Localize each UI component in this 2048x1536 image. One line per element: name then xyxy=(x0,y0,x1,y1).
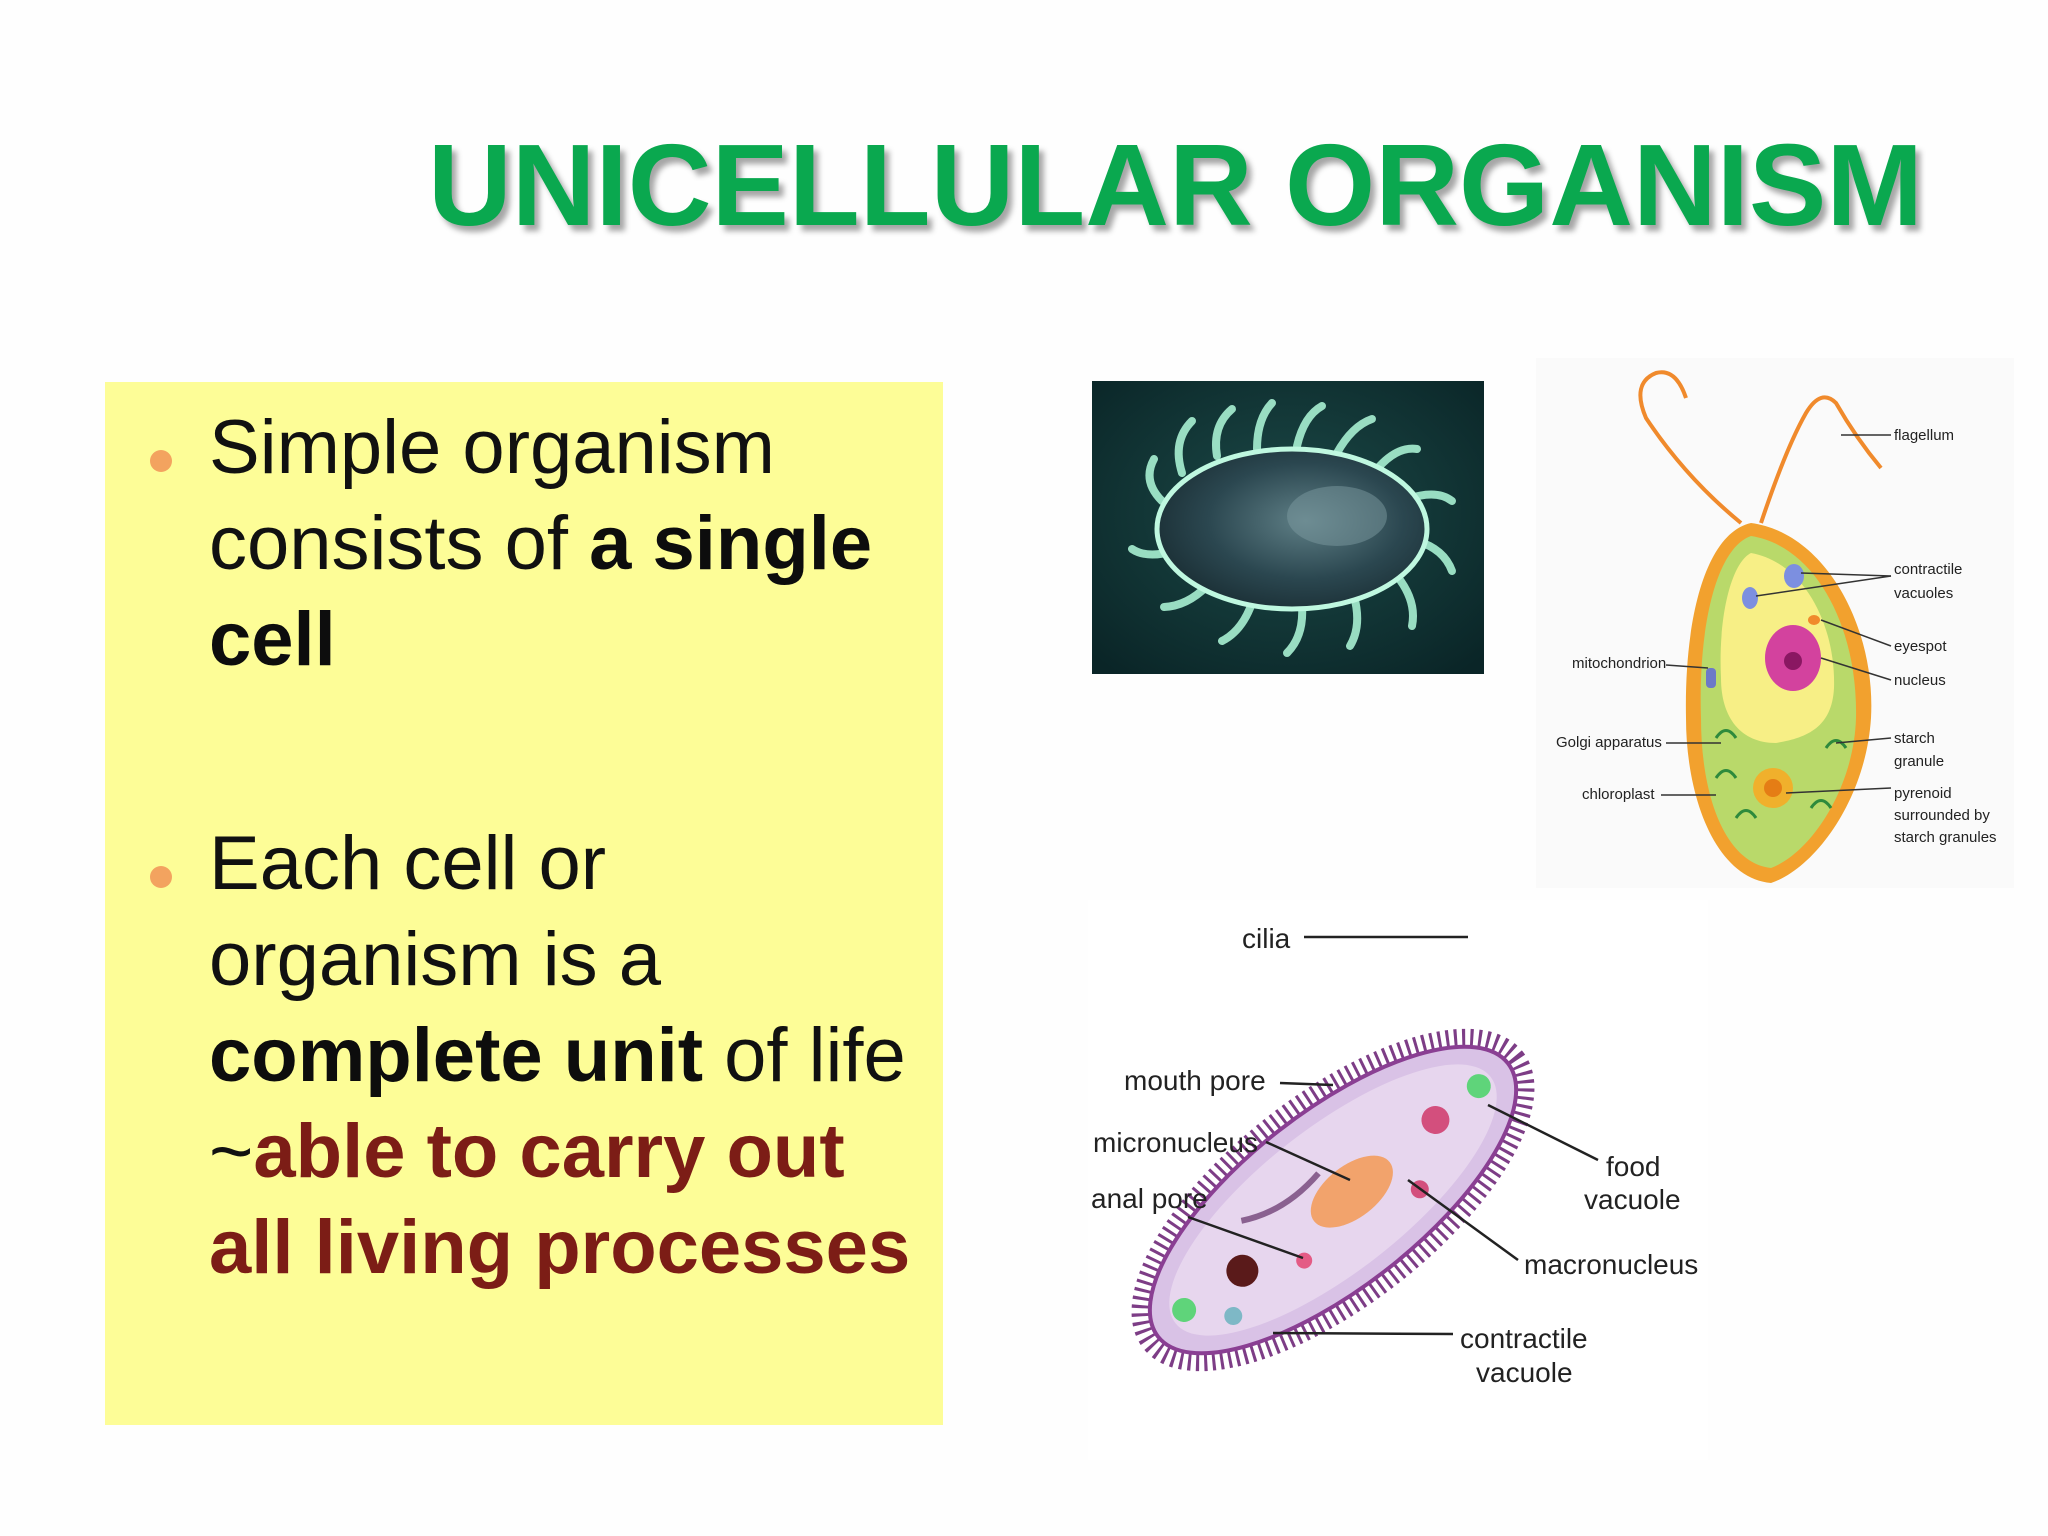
euglena-label-starch: granule xyxy=(1894,753,1944,770)
bullet-dot-icon xyxy=(150,450,172,472)
euglena-label-mitochondrion: mitochondrion xyxy=(1572,655,1666,672)
paramecium-label-food-vacuole: vacuole xyxy=(1584,1184,1681,1215)
bullet-emphasis-text: able to carry out all living processes xyxy=(209,1109,911,1290)
slide-title: UNICELLULAR ORGANISM xyxy=(428,120,1924,250)
euglena-label-contractile-vacuoles: contractile xyxy=(1894,561,1962,578)
paramecium-label-macronucleus: macronucleus xyxy=(1524,1249,1698,1280)
euglena-label-chloroplast: chloroplast xyxy=(1582,786,1655,803)
euglena-label-golgi: Golgi apparatus xyxy=(1556,734,1662,751)
paramecium-label-mouth-pore: mouth pore xyxy=(1124,1065,1266,1096)
bullet-plain-text: of life ~ xyxy=(209,1013,906,1194)
bullet-text-box: Simple organism consists of a single cel… xyxy=(105,382,943,1425)
euglena-diagram: flagellum contractile vacuoles eyespot n… xyxy=(1536,358,2014,888)
paramecium-label-contractile-vacuole: contractile xyxy=(1460,1323,1588,1354)
bullet-dot-icon xyxy=(150,866,172,888)
euglena-label-pyrenoid: starch granules xyxy=(1894,829,1997,846)
euglena-label-contractile-vacuoles: vacuoles xyxy=(1894,585,1953,602)
bullet-bold-text: complete unit xyxy=(209,1013,704,1098)
euglena-label-starch: starch xyxy=(1894,730,1935,747)
euglena-label-pyrenoid: surrounded by xyxy=(1894,807,1990,824)
paramecium-diagram: cilia mouth pore micronucleus anal pore … xyxy=(1088,900,1708,1460)
euglena-label-flagellum: flagellum xyxy=(1894,427,1954,444)
amoeba-micrograph-image xyxy=(1092,381,1484,674)
paramecium-label-anal-pore: anal pore xyxy=(1091,1183,1208,1214)
paramecium-label-food-vacuole: food xyxy=(1606,1151,1661,1182)
bullet-plain-text: Simple organism consists of xyxy=(209,405,775,586)
paramecium-label-cilia: cilia xyxy=(1242,923,1291,954)
bullet-text: Each cell or organism is a complete unit… xyxy=(209,816,929,1296)
euglena-label-pyrenoid: pyrenoid xyxy=(1894,785,1952,802)
bullet-bold-text: a single cell xyxy=(209,501,873,682)
paramecium-label-contractile-vacuole: vacuole xyxy=(1476,1357,1573,1388)
bullet-plain-text: Each cell or organism is a xyxy=(209,821,661,1002)
euglena-label-eyespot: eyespot xyxy=(1894,638,1947,655)
paramecium-label-micronucleus: micronucleus xyxy=(1093,1127,1258,1158)
bullet-text: Simple organism consists of a single cel… xyxy=(209,400,929,688)
euglena-label-nucleus: nucleus xyxy=(1894,672,1946,689)
